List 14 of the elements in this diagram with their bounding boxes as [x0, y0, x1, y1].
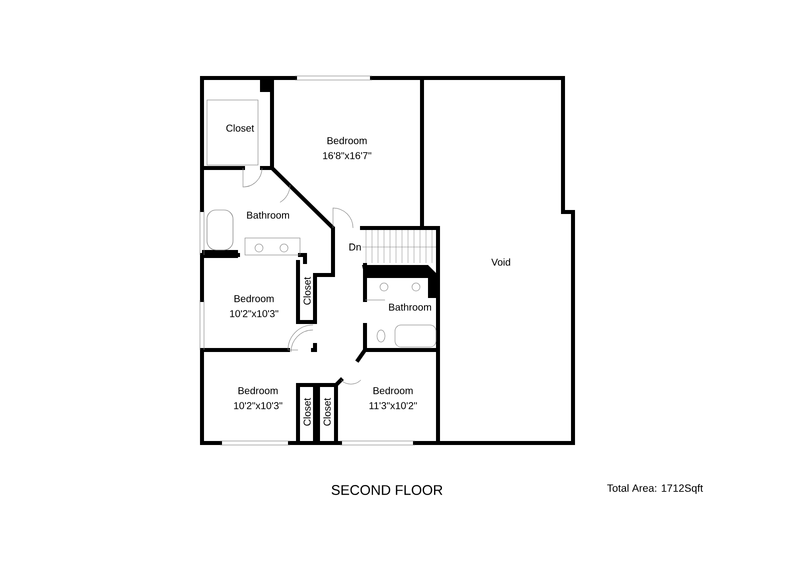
- stair-label: Dn: [348, 242, 362, 252]
- room-label: Void: [491, 258, 510, 266]
- room-label: Closet: [323, 398, 331, 426]
- room-label: Closet: [303, 276, 311, 305]
- caption: SECOND FLOOR: [332, 485, 442, 495]
- room-label: Bathroom: [247, 211, 290, 219]
- total-area: Total Area: 1712Sqft: [606, 483, 704, 495]
- room-label: Closet: [303, 398, 311, 426]
- room-label: Bedroom 11'3"x10'2": [370, 386, 417, 410]
- room-label: Bedroom 16'8"x16'7": [323, 136, 372, 160]
- room-label: Bathroom: [389, 303, 432, 311]
- room-label: Bedroom 10'2"x10'3": [234, 386, 282, 410]
- room-label: Closet: [226, 124, 254, 132]
- room-label: Bedroom 10'2"x10'3": [230, 294, 278, 318]
